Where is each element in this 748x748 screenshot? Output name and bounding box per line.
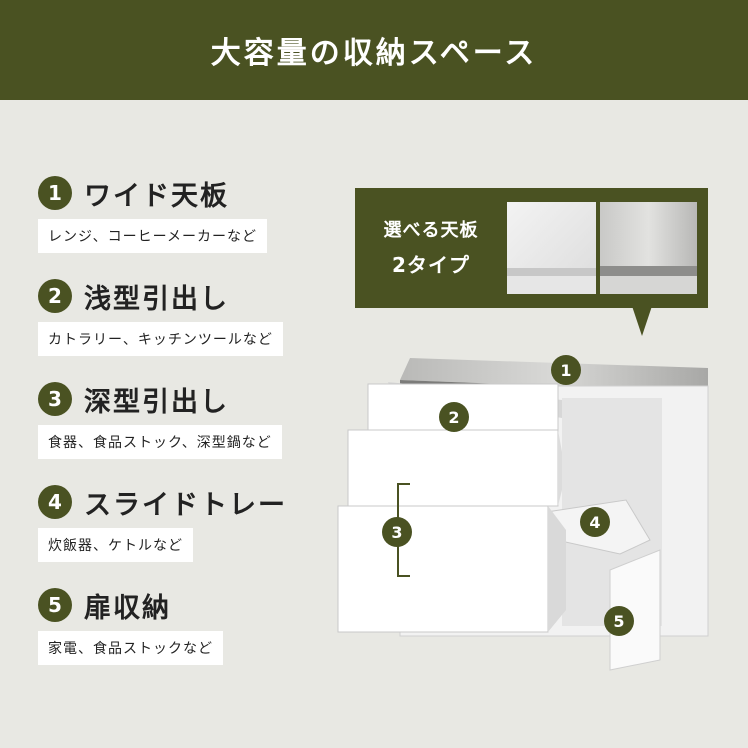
open-door (609, 549, 661, 671)
feature-item-2: 2 浅型引出し カトラリー、キッチンツールなど (38, 278, 283, 356)
marker-4: 4 (580, 507, 610, 537)
feature-number-3: 3 (38, 382, 72, 416)
marker-5: 5 (604, 606, 634, 636)
feature-label-3: 深型引出し (84, 386, 229, 418)
feature-number-1: 1 (38, 176, 72, 210)
feature-label-5: 扉収納 (84, 592, 171, 624)
topboard-samples (507, 202, 697, 294)
feature-number-5: 5 (38, 588, 72, 622)
white-top-sample (507, 202, 596, 294)
feature-sub-4: 炊飯器、ケトルなど (38, 528, 193, 562)
topboard-line1: 選べる天板 (383, 220, 479, 241)
feature-item-1: 1 ワイド天板 レンジ、コーヒーメーカーなど (38, 175, 268, 253)
feature-sub-3: 食器、食品ストック、深型鍋など (38, 425, 282, 459)
marker-1: 1 (551, 355, 581, 385)
feature-item-3: 3 深型引出し 食器、食品ストック、深型鍋など (38, 381, 282, 459)
feature-label-4: スライドトレー (84, 489, 287, 521)
marker-3: 3 (382, 517, 412, 547)
marker-2: 2 (439, 402, 469, 432)
feature-label-2: 浅型引出し (84, 283, 229, 315)
feature-item-5: 5 扉収納 家電、食品ストックなど (38, 587, 223, 665)
feature-label-1: ワイド天板 (84, 180, 229, 212)
steel-top-sample (600, 202, 697, 294)
feature-number-2: 2 (38, 279, 72, 313)
header-banner: 大容量の収納スペース (0, 0, 748, 100)
feature-sub-5: 家電、食品ストックなど (38, 631, 223, 665)
cabinet-illustration (337, 358, 709, 671)
topboard-line2: 2タイプ (392, 253, 470, 277)
callout-pointer (632, 306, 652, 336)
page-title: 大容量の収納スペース (210, 36, 538, 71)
feature-item-4: 4 スライドトレー 炊飯器、ケトルなど (38, 484, 287, 562)
feature-sub-2: カトラリー、キッチンツールなど (38, 322, 283, 356)
topboard-callout: 選べる天板 2タイプ (355, 188, 708, 308)
feature-number-4: 4 (38, 485, 72, 519)
deep-drawer-lower (337, 505, 549, 633)
topboard-text: 選べる天板 2タイプ (355, 214, 507, 282)
deep-drawer-upper (347, 429, 559, 507)
feature-sub-1: レンジ、コーヒーメーカーなど (38, 219, 268, 253)
